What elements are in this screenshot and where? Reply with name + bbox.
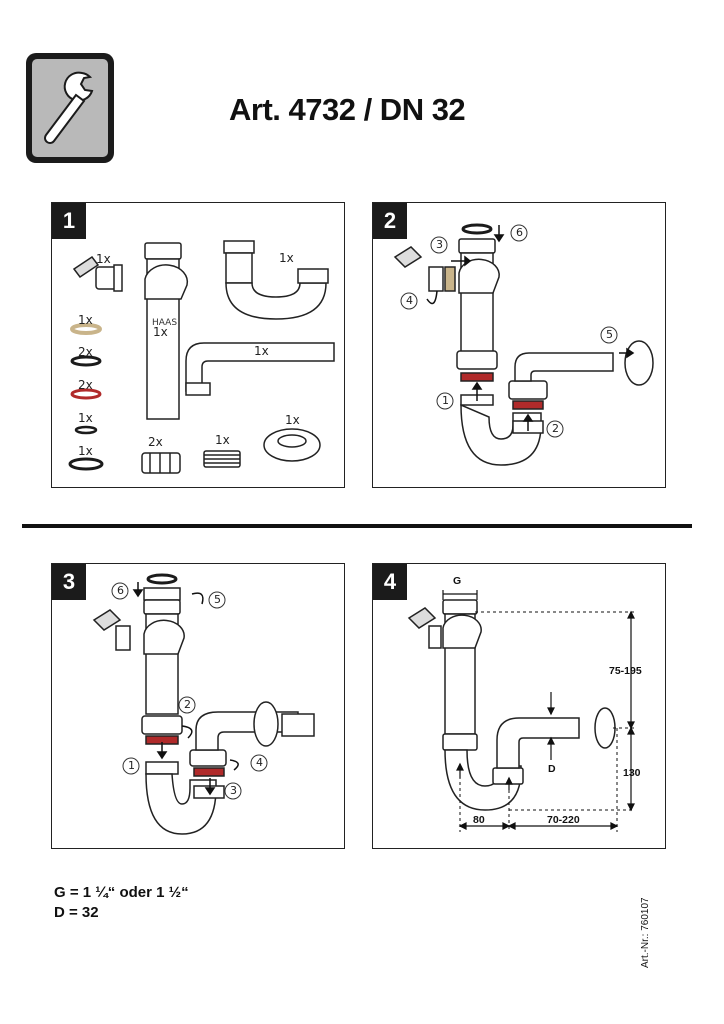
wrench-icon (24, 51, 116, 165)
step-marker: 2 (552, 422, 559, 435)
qty-label: 1x (215, 433, 230, 447)
dim-label-height-lower: 130 (623, 767, 641, 779)
angle-valve (72, 255, 123, 292)
page-title: Art. 4732 / DN 32 (229, 92, 466, 127)
qty-label: 1x (254, 344, 269, 358)
step-marker: 6 (516, 226, 523, 239)
step-panel-1: 1 (51, 202, 345, 488)
assembly-step-3-drawing (92, 573, 315, 835)
qty-label: 1x (153, 325, 168, 339)
assembly-step-2-drawing (393, 223, 654, 466)
brand-text: HAAS (152, 318, 177, 328)
section-divider (22, 524, 692, 528)
qty-label: 1x (96, 252, 111, 266)
spec-d: D = 32 (54, 904, 99, 921)
dimension-drawing (407, 590, 635, 832)
step-marker: 1 (442, 394, 449, 407)
dim-label-d: D (548, 763, 556, 775)
step-marker: 6 (117, 584, 124, 597)
qty-label: 1x (279, 251, 294, 265)
step-panel-2: 2 (372, 202, 666, 488)
dim-label-width-left: 80 (473, 814, 485, 826)
step-marker: 3 (230, 784, 237, 797)
step-panel-4: 4 (372, 563, 666, 849)
dim-label-height-upper: 75-195 (609, 665, 642, 677)
qty-label: 1x (78, 313, 93, 327)
qty-label: 2x (78, 378, 93, 392)
dim-label-width-right: 70-220 (547, 814, 580, 826)
spec-g: G = 1 ¼“ oder 1 ½“ (54, 884, 189, 901)
parts-overview-drawing: HAAS (68, 240, 335, 474)
step-number-badge: 3 (52, 564, 86, 600)
qty-label: 1x (78, 444, 93, 458)
article-number: Art.-Nr.: 760107 (640, 897, 651, 968)
qty-label: 1x (78, 411, 93, 425)
qty-label: 2x (78, 345, 93, 359)
step-marker: 5 (606, 328, 613, 341)
step-marker: 5 (214, 593, 221, 606)
step-panel-3: 3 (51, 563, 345, 849)
step-number-badge: 1 (52, 203, 86, 239)
dim-label-g: G (453, 575, 462, 587)
qty-label: 1x (285, 413, 300, 427)
step-marker: 1 (128, 759, 135, 772)
qty-label: 2x (148, 435, 163, 449)
step-marker: 3 (436, 238, 443, 251)
step-number-badge: 4 (373, 564, 407, 600)
step-number-badge: 2 (373, 203, 407, 239)
step-marker: 4 (256, 756, 263, 769)
step-marker: 2 (184, 698, 191, 711)
step-marker: 4 (406, 294, 413, 307)
